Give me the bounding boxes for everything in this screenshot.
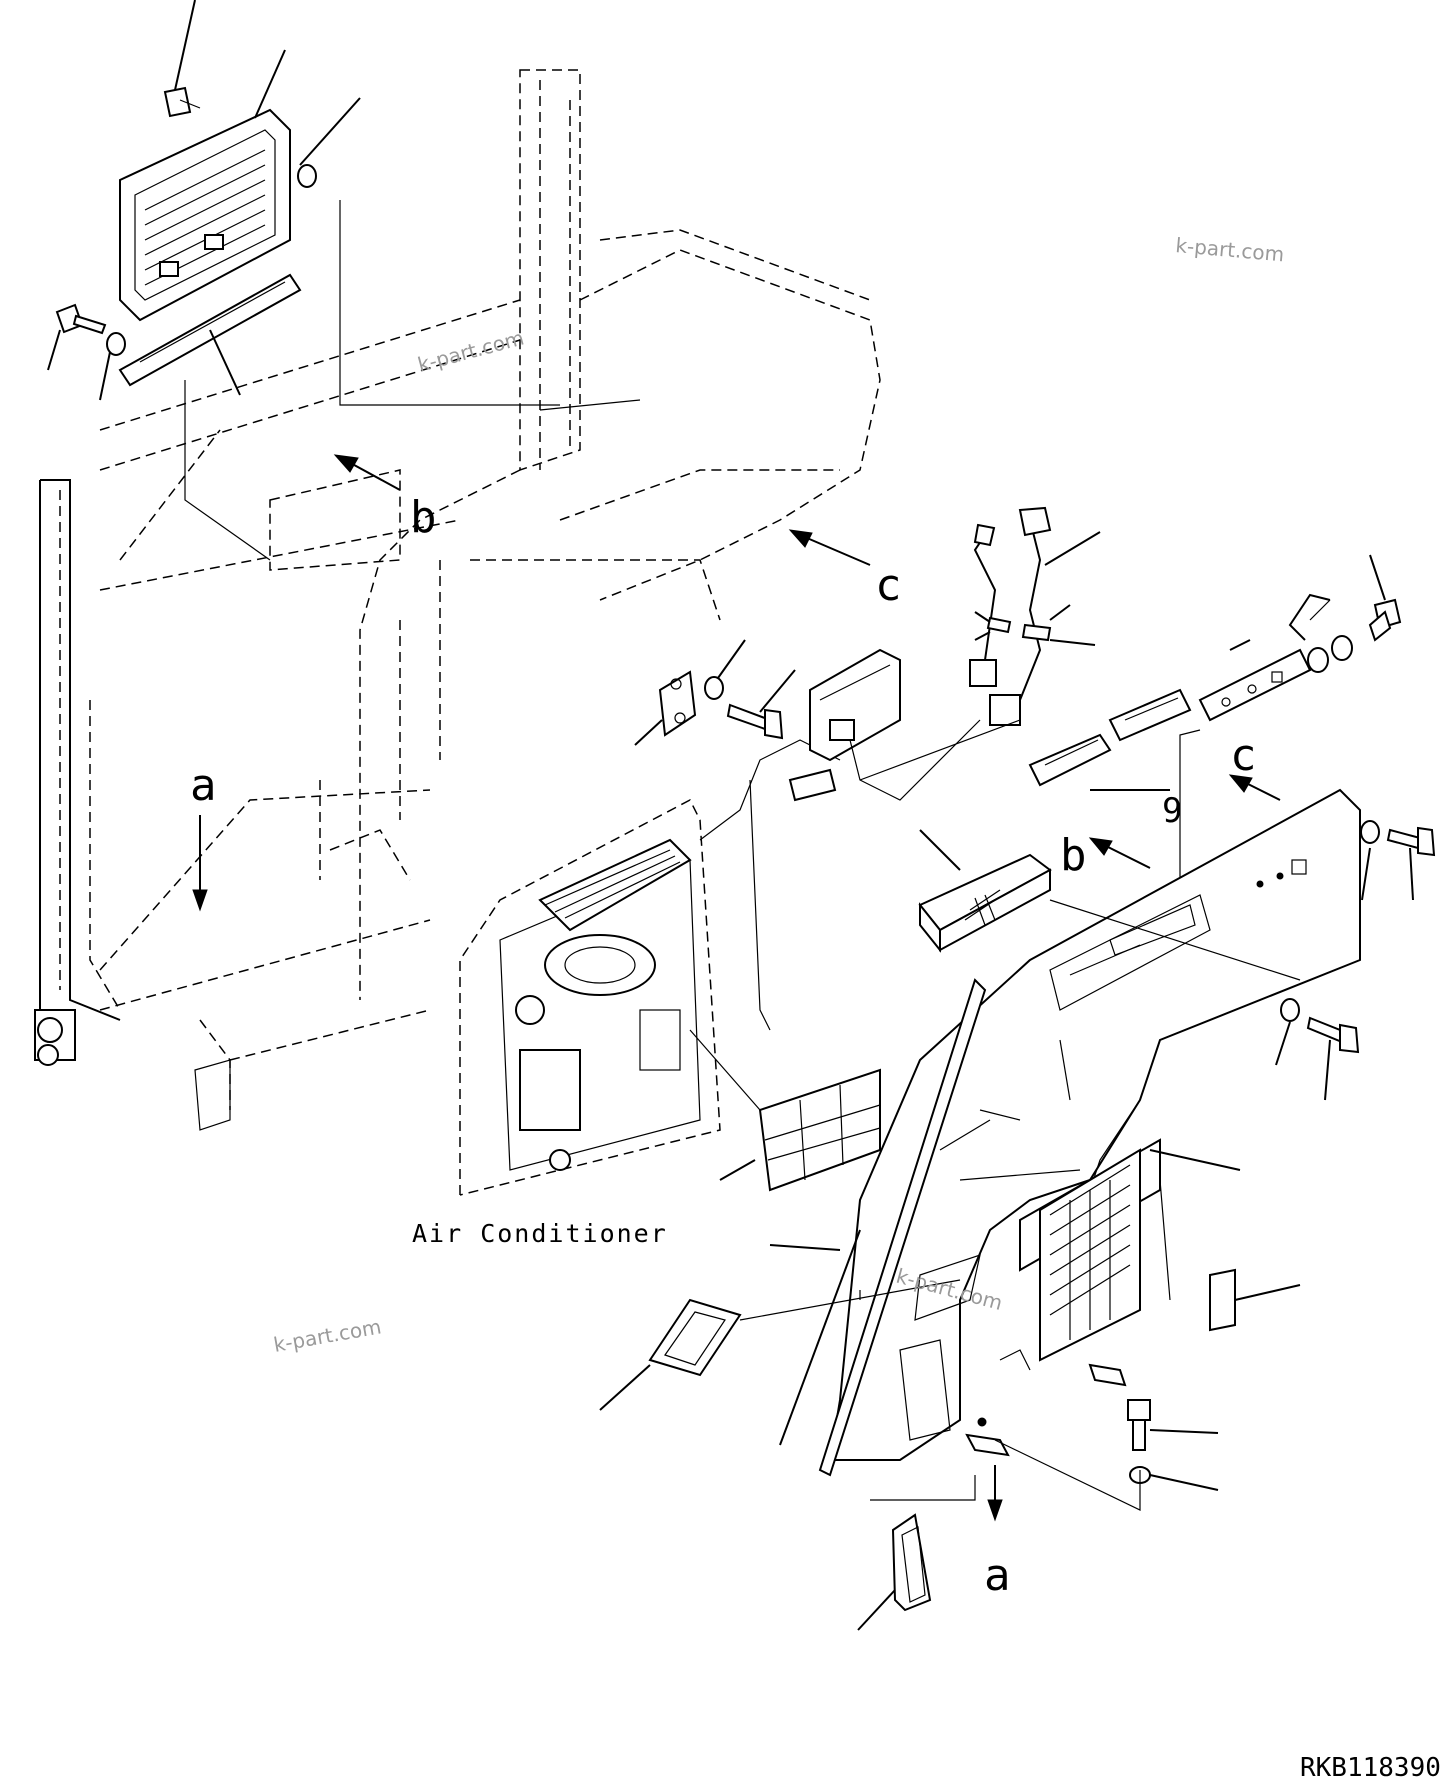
filter-guide-line bbox=[689, 1029, 761, 1111]
knob-cap bbox=[1288, 593, 1353, 673]
view-arrow-b-upper bbox=[333, 454, 401, 491]
wiring-harness-2 bbox=[974, 506, 1101, 726]
air-conditioner-label: Air Conditioner bbox=[412, 1219, 668, 1248]
side-washer bbox=[99, 332, 126, 401]
view-arrow-a-lower bbox=[987, 1465, 1003, 1522]
lower-bolt-guide-line bbox=[994, 1439, 1141, 1511]
view-arrow-c-lower bbox=[1228, 774, 1281, 801]
panel-seal-strip bbox=[779, 978, 987, 1477]
filter-element bbox=[918, 829, 1052, 953]
reference-code: RKB118390 bbox=[1300, 1753, 1441, 1783]
view-arrow-a-upper bbox=[192, 815, 208, 912]
panel-top-bolt bbox=[1386, 826, 1436, 901]
side-label-plate bbox=[914, 1254, 981, 1321]
pushbutton-switch bbox=[1368, 554, 1402, 642]
lower-washer bbox=[1129, 1466, 1219, 1491]
side-bolt bbox=[47, 303, 107, 371]
view-label-a-upper: a bbox=[190, 760, 217, 811]
top-louver-washer bbox=[297, 97, 361, 188]
vent-grille-pair bbox=[1028, 688, 1192, 791]
top-left-louver-cover bbox=[119, 108, 291, 322]
panel-label-tag bbox=[1209, 1268, 1301, 1332]
left-pillar bbox=[34, 479, 231, 1131]
switch-plate bbox=[1198, 639, 1312, 722]
panel-tab-bracket bbox=[1088, 1363, 1127, 1387]
control-box bbox=[809, 648, 981, 801]
rail-mount-guide bbox=[184, 380, 271, 561]
louver-leader-line bbox=[254, 49, 286, 119]
view-label-b-upper: b bbox=[410, 492, 437, 543]
item-number-9: 9 bbox=[1162, 791, 1182, 831]
cab-frame-outline bbox=[99, 69, 881, 1110]
panel-mid-washer bbox=[1275, 998, 1300, 1066]
view-label-c-lower: c bbox=[1230, 730, 1257, 781]
harness-guide-line bbox=[859, 719, 1021, 781]
panel-leader-line bbox=[1149, 1149, 1241, 1171]
rail-leader-line bbox=[209, 329, 241, 396]
air-conditioner-unit bbox=[459, 739, 841, 1196]
view-label-b-lower: b bbox=[1060, 830, 1087, 881]
panel-mid-bolt bbox=[1306, 1016, 1360, 1101]
lower-tab-bracket bbox=[965, 1417, 1010, 1457]
louver-mount-guide bbox=[339, 200, 560, 406]
watermark-2: k-part.com bbox=[415, 325, 526, 376]
panel-top-washer bbox=[1360, 820, 1380, 901]
view-arrow-c-upper bbox=[788, 529, 871, 566]
right-side-cover-panel bbox=[828, 788, 1361, 1461]
top-knob-fastener bbox=[163, 0, 201, 118]
view-arrow-b-lower bbox=[1088, 837, 1151, 869]
bracket-bolt bbox=[726, 669, 796, 740]
seal-leader-line bbox=[769, 1244, 841, 1251]
view-label-a-lower: a bbox=[984, 1550, 1011, 1601]
lower-cover-plate bbox=[599, 1279, 961, 1411]
view-label-c-upper: c bbox=[875, 560, 902, 611]
bracket-washer bbox=[704, 639, 746, 700]
cap-guide-line bbox=[870, 1475, 976, 1501]
lower-bolt bbox=[1127, 1399, 1219, 1451]
ac-air-filter bbox=[719, 1068, 881, 1192]
mounting-bracket bbox=[634, 670, 697, 746]
wiring-harness-1 bbox=[969, 523, 1012, 687]
watermark-3: k-part.com bbox=[272, 1314, 383, 1357]
lower-access-plate bbox=[899, 1339, 951, 1441]
pillar-guide-line bbox=[539, 399, 641, 411]
mid-bolt-guide-line bbox=[1049, 899, 1301, 981]
watermark-1: k-part.com bbox=[1175, 233, 1286, 266]
cover-end-cap bbox=[857, 1513, 932, 1631]
plate-guide-line bbox=[1179, 729, 1201, 900]
